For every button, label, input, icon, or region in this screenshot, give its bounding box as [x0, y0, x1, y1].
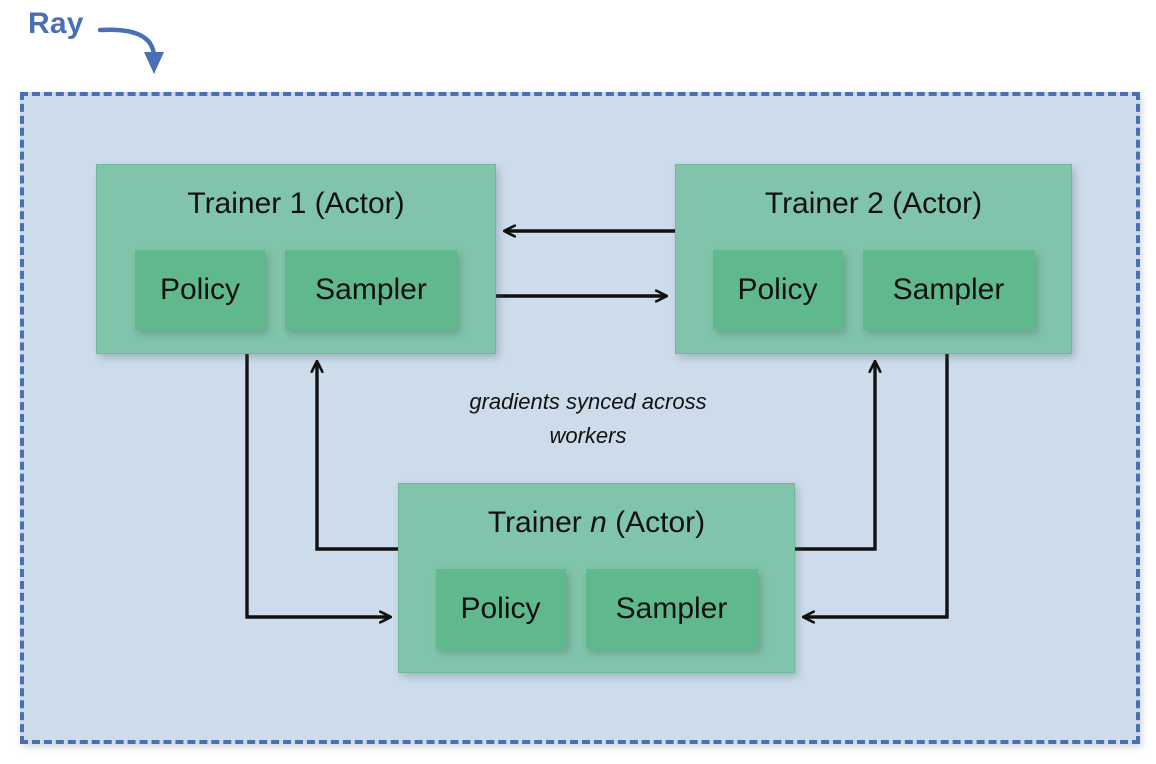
component-sampler[interactable]: Sampler — [585, 569, 758, 649]
node-trainer-1-components: Policy Sampler — [97, 250, 495, 330]
node-trainer-2-components: Policy Sampler — [676, 250, 1071, 330]
sync-caption-line-2: workers — [549, 423, 627, 449]
node-trainer-2-title: Trainer 2 (Actor) — [764, 187, 983, 220]
node-trainer-1[interactable]: Trainer 1 (Actor) Policy Sampler — [96, 164, 496, 354]
component-policy[interactable]: Policy — [135, 250, 265, 330]
ray-label: Ray — [28, 7, 84, 40]
component-sampler[interactable]: Sampler — [862, 250, 1035, 330]
component-policy[interactable]: Policy — [435, 569, 566, 649]
sync-caption: gradients synced across workers — [428, 385, 748, 453]
component-sampler[interactable]: Sampler — [285, 250, 457, 330]
curved-arrow-down-icon — [97, 27, 164, 74]
node-trainer-n[interactable]: Trainer n (Actor) Policy Sampler — [398, 483, 795, 673]
component-policy[interactable]: Policy — [712, 250, 843, 330]
node-trainer-2[interactable]: Trainer 2 (Actor) Policy Sampler — [675, 164, 1072, 354]
sync-caption-line-1: gradients synced across — [469, 389, 707, 414]
node-trainer-n-components: Policy Sampler — [399, 569, 794, 649]
node-trainer-1-title: Trainer 1 (Actor) — [187, 187, 405, 220]
node-trainer-n-title: Trainer n (Actor) — [487, 506, 706, 539]
